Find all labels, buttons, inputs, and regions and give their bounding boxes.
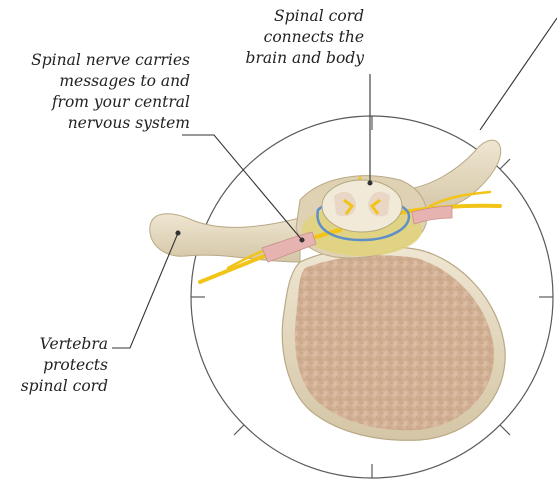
spinal-cord [322,180,402,232]
spinal-cord-label: Spinal cord connects the brain and body [238,6,364,69]
vertebra-label: Vertebra protects spinal cord [4,334,108,397]
spinal-nerve-label: Spinal nerve carries messages to and fro… [18,50,190,134]
